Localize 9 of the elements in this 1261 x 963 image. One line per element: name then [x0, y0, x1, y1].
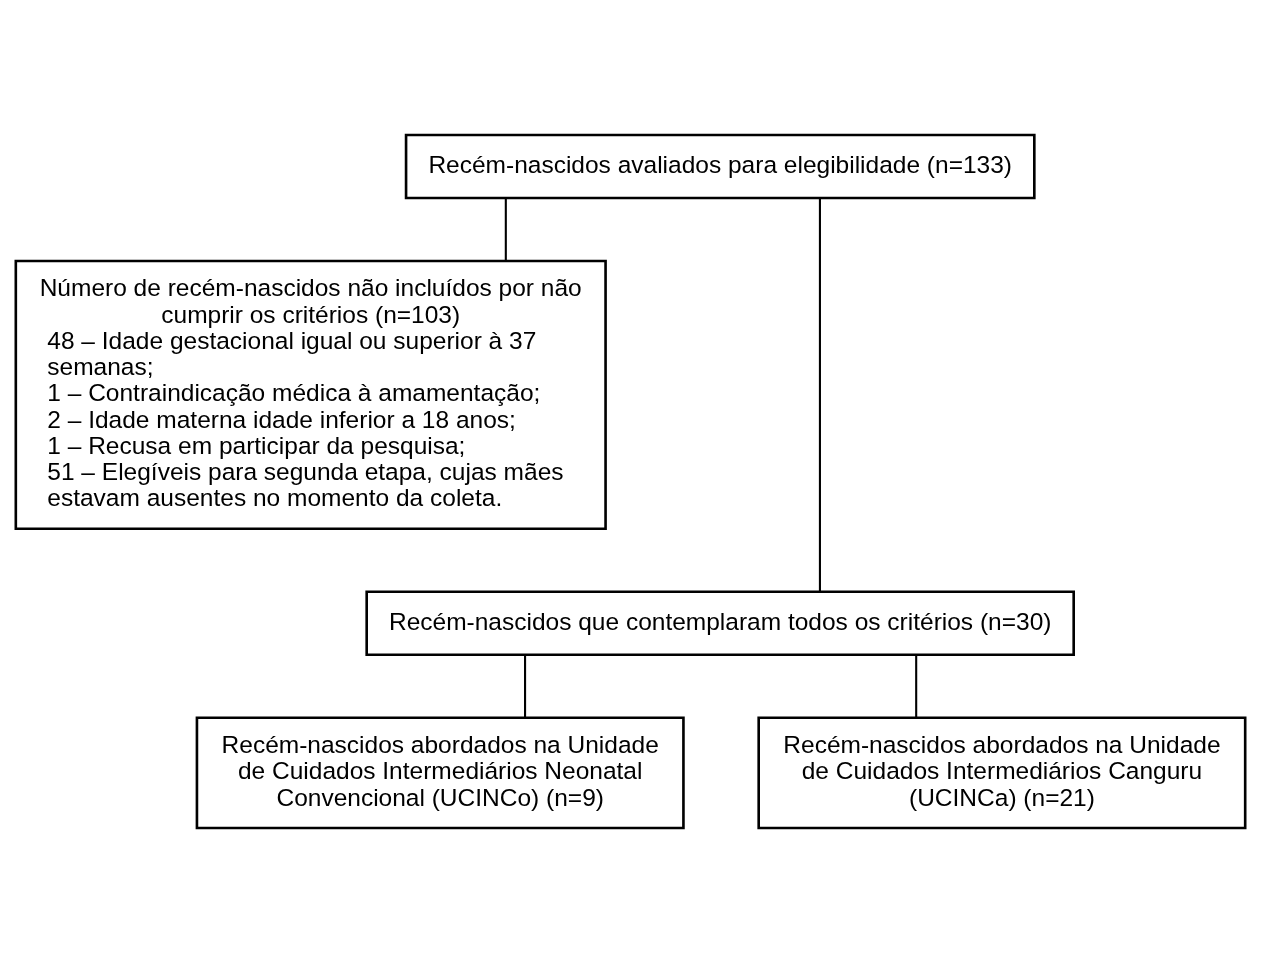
connector	[915, 655, 918, 718]
node-box: Número de recém-nascidos não incluídos por não cumprir os critérios (n=103) 48 – Idade gestacional igual ou superior à 37 semanas; 1 – Contraindicação médica à amamentação; 2 – Idade materna idade inferior a 18 anos; 1 – Recusa em participar da pesquisa; 51 – Elegíveis para segunda etapa, cujas mães estavam ausentes no momento da coleta.	[14, 259, 607, 531]
node-box: Recém-nascidos avaliados para elegibilidade (n=133)	[404, 133, 1036, 200]
connector	[524, 655, 527, 718]
node-box: Recém-nascidos abordados na Unidade de Cuidados Intermediários Canguru (UCINCa) (n=21)	[757, 716, 1247, 830]
connector	[818, 198, 821, 592]
node-box: Recém-nascidos abordados na Unidade de Cuidados Intermediários Neonatal Convencional (UCINCo) (n=9)	[195, 716, 685, 830]
connector	[504, 198, 507, 261]
node-box: Recém-nascidos que contemplaram todos os critérios (n=30)	[365, 590, 1075, 657]
